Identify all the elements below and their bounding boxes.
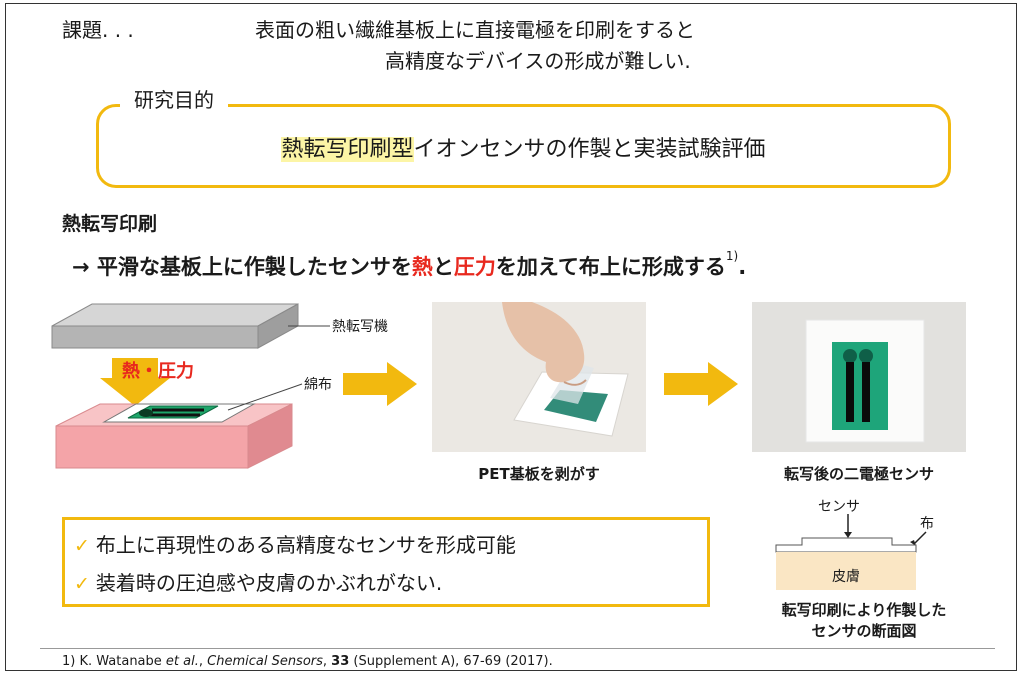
process-arrow-icon-2 xyxy=(664,362,738,406)
purpose-box xyxy=(96,104,951,188)
cloth-pointer-line xyxy=(913,531,927,545)
right-arrow-icon: → xyxy=(72,255,90,279)
ref-sep-2: , xyxy=(322,654,332,669)
electrode-pad-1 xyxy=(843,349,857,363)
desc-and: と xyxy=(432,255,454,279)
cloth-label: 綿布 xyxy=(304,377,332,393)
base-front-face xyxy=(55,425,249,469)
desc-pressure: 圧力 xyxy=(453,255,496,279)
cross-cloth-label: 布 xyxy=(920,516,934,532)
pet-film xyxy=(550,362,594,404)
cloth-leader-line xyxy=(227,383,303,411)
electrode-2 xyxy=(862,362,870,422)
hand xyxy=(502,302,585,383)
sensor-photo xyxy=(752,302,966,452)
footer-divider xyxy=(40,648,995,649)
press-top-face xyxy=(51,303,299,327)
purpose-rest: イオンセンサの作製と実装試験評価 xyxy=(413,137,766,162)
ref-authors: 1) K. Watanabe xyxy=(62,654,166,669)
desc-period: . xyxy=(738,255,747,279)
photo2-caption: 転写後の二電極センサ xyxy=(783,465,934,483)
ref-sep-1: , xyxy=(198,654,208,669)
purpose-text: 熱転写印刷型イオンセンサの作製と実装試験評価 xyxy=(96,131,951,163)
desc-part-b: を加えて布上に形成する xyxy=(495,255,726,279)
photo1-caption: PET基板を剥がす xyxy=(478,465,600,483)
peeling-photo xyxy=(432,302,646,452)
electrode-pad xyxy=(139,409,153,417)
heat-pressure-label: 熱・圧力 xyxy=(122,361,194,382)
purpose-highlight: 熱転写印刷型 xyxy=(281,137,414,162)
ref-etal: et al. xyxy=(165,654,199,669)
benefit-item-2: ✓装着時の圧迫感や皮膚のかぶれがない. xyxy=(74,567,442,596)
section-title: 熱転写印刷 xyxy=(62,213,158,235)
issue-line-2: 高精度なデバイスの形成が難しい. xyxy=(385,49,691,73)
cross-caption-1: 転写印刷により作製した xyxy=(781,601,947,619)
check-icon: ✓ xyxy=(74,535,90,557)
issue-line-1: 表面の粗い繊維基板上に直接電極を印刷をすると xyxy=(255,18,695,42)
press-front-face xyxy=(51,325,259,349)
benefit-text-2: 装着時の圧迫感や皮膚のかぶれがない. xyxy=(95,571,443,595)
heat-pressure-arrow-icon xyxy=(100,358,170,406)
ref-rest: (Supplement A), 67-69 (2017). xyxy=(349,654,553,669)
desc-heat: 熱 xyxy=(411,255,433,279)
benefits-box xyxy=(62,517,710,607)
cross-caption-2: センサの断面図 xyxy=(811,622,917,640)
benefit-text-1: 布上に再現性のある高精度なセンサを形成可能 xyxy=(95,533,516,557)
cross-sensor-label: センサ xyxy=(818,499,860,515)
electrode-1 xyxy=(846,362,854,422)
electrode-pad-2 xyxy=(859,349,873,363)
purpose-label: 研究目的 xyxy=(120,84,228,113)
slide-frame xyxy=(5,3,1017,671)
footer-reference: 1) K. Watanabe et al., Chemical Sensors,… xyxy=(62,654,553,669)
desc-part-a: 平滑な基板上に作製したセンサを xyxy=(96,255,412,279)
benefit-item-1: ✓布上に再現性のある高精度なセンサを形成可能 xyxy=(74,529,516,558)
skin-layer xyxy=(776,552,916,590)
reference-mark: 1) xyxy=(725,249,739,263)
ref-volume: 33 xyxy=(331,654,350,669)
check-icon: ✓ xyxy=(74,573,90,595)
machine-label: 熱転写機 xyxy=(332,319,388,335)
issue-label: 課題. . . xyxy=(62,18,134,42)
cloth-layer xyxy=(775,537,917,553)
cross-section-diagram xyxy=(775,514,927,590)
cross-skin-label: 皮膚 xyxy=(832,569,860,585)
ref-journal: Chemical Sensors xyxy=(207,654,323,669)
section-description: → 平滑な基板上に作製したセンサを熱と圧力を加えて布上に形成する1). xyxy=(72,249,747,281)
process-arrow-icon-1 xyxy=(343,362,417,406)
thermal-press-diagram xyxy=(51,303,330,469)
